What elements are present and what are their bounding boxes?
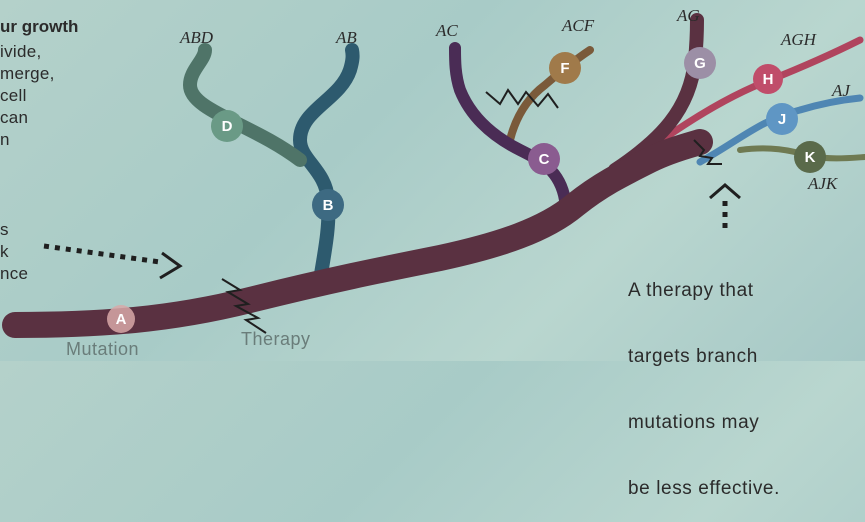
note-line: mutations may [628, 412, 780, 434]
branch-ac [455, 48, 565, 200]
tip-label-abd: ABD [179, 28, 214, 47]
tip-label-acf: ACF [561, 16, 595, 35]
note-line: targets branch [628, 346, 780, 368]
node-b: B [312, 189, 344, 221]
svg-text:D: D [222, 118, 233, 135]
node-a: A [107, 305, 135, 333]
dotted-arrow-left [44, 246, 160, 262]
svg-text:B: B [323, 197, 334, 214]
svg-text:K: K [805, 149, 816, 166]
arrowhead-up [710, 185, 740, 198]
tip-label-ag: AG [676, 6, 700, 25]
note-line: be less effective. [628, 478, 780, 500]
tip-label-aj: AJ [831, 81, 851, 100]
tip-label-ab: AB [335, 28, 357, 47]
svg-text:J: J [778, 111, 786, 128]
mutation-label: Mutation [66, 339, 139, 360]
branch-ab [300, 50, 353, 280]
svg-text:C: C [539, 151, 550, 168]
svg-text:A: A [116, 311, 127, 328]
tip-label-ajk: AJK [807, 174, 839, 193]
node-g: G [684, 47, 716, 79]
node-d: D [211, 110, 243, 142]
svg-text:G: G [694, 55, 706, 72]
node-h: H [753, 64, 783, 94]
tip-label-agh: AGH [780, 30, 818, 49]
svg-text:H: H [763, 71, 774, 88]
note-line: A therapy that [628, 280, 780, 302]
therapy-label: Therapy [241, 329, 311, 350]
trunk [15, 142, 700, 325]
therapy-note: A therapy that targets branch mutations … [628, 236, 780, 522]
tip-label-ac: AC [435, 21, 458, 40]
node-c: C [528, 143, 560, 175]
svg-text:F: F [560, 60, 569, 77]
node-k: K [794, 141, 826, 173]
arrowhead-left [160, 253, 180, 278]
node-j: J [766, 103, 798, 135]
node-f: F [549, 52, 581, 84]
branch-abd [190, 50, 300, 160]
